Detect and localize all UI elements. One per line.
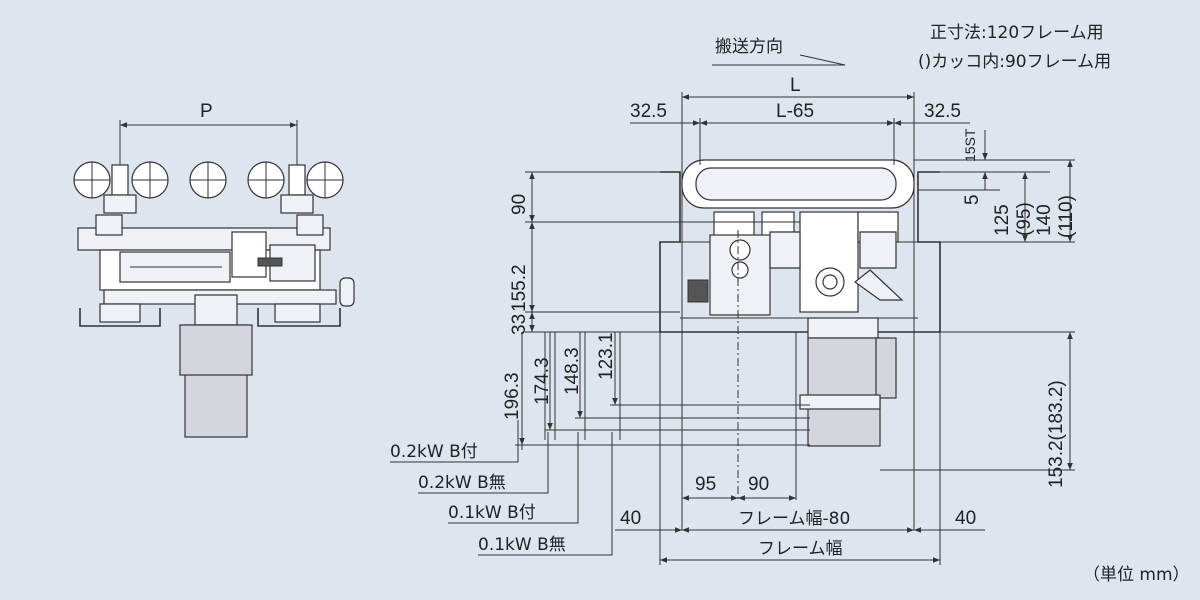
motor-label-3: 0.1kW B付 <box>448 503 536 523</box>
motor-labels: 0.2kW B付 0.2kW B無 0.1kW B付 0.1kW B無 <box>390 420 613 556</box>
dim-196-3: 196.3 <box>502 372 523 420</box>
dim-95-bottom: 95 <box>695 474 716 495</box>
dim-L: L <box>790 75 801 96</box>
dim-125: 125 <box>992 204 1013 236</box>
dim-33: 33 <box>509 314 530 335</box>
dim-frame-width: フレーム幅 <box>758 539 843 559</box>
dim-90-bottom: 90 <box>748 474 769 495</box>
dim-174-3: 174.3 <box>532 357 553 405</box>
motor-label-4: 0.1kW B無 <box>478 535 566 555</box>
motor-label-1: 0.2kW B付 <box>390 442 478 462</box>
dim-155-2: 155.2 <box>509 264 530 312</box>
dim-90-left: 90 <box>509 194 530 215</box>
dim-40-left: 40 <box>620 508 641 529</box>
dim-148-3: 148.3 <box>562 347 583 395</box>
dim-5: 5 <box>962 194 983 205</box>
frame-outline <box>659 171 941 333</box>
top-dimensions: L 32.5 L-65 32.5 <box>630 75 970 165</box>
dim-right-32-5: 32.5 <box>924 101 961 122</box>
front-view <box>659 150 941 565</box>
direction-label: 搬送方向 <box>715 37 783 57</box>
dim-153-2: 153.2(183.2) <box>1046 380 1067 488</box>
direction-arrow <box>712 54 846 66</box>
motor-label-2: 0.2kW B無 <box>418 473 506 493</box>
left-dimensions: 90 155.2 33 196.3 174.3 148.3 123.1 <box>502 171 810 450</box>
note-standard: 正寸法:120フレーム用 <box>930 23 1104 43</box>
note-paren: ()カッコ内:90フレーム用 <box>918 52 1111 72</box>
bottom-dimensions: 95 90 40 フレーム幅-80 40 フレーム幅 <box>615 474 985 563</box>
dim-95-paren: (95) <box>1014 202 1035 236</box>
dim-L-65: L-65 <box>776 101 814 122</box>
unit-note: （単位 mm） <box>1083 565 1190 585</box>
dim-123-1: 123.1 <box>596 332 617 380</box>
front-motor <box>807 337 881 447</box>
right-dimensions: 15ST 5 125 (95) 140 (110) 153.2(183.2) <box>880 128 1077 488</box>
rollers <box>73 161 344 199</box>
dim-frame-width-minus-80: フレーム幅-80 <box>738 509 850 529</box>
side-view: P <box>73 101 355 438</box>
dim-left-32-5: 32.5 <box>630 101 667 122</box>
dim-15st: 15ST <box>962 128 978 162</box>
dim-140: 140 <box>1034 204 1055 236</box>
pitch-label: P <box>200 101 213 122</box>
dim-110-paren: (110) <box>1056 195 1077 238</box>
dim-40-right: 40 <box>955 508 976 529</box>
